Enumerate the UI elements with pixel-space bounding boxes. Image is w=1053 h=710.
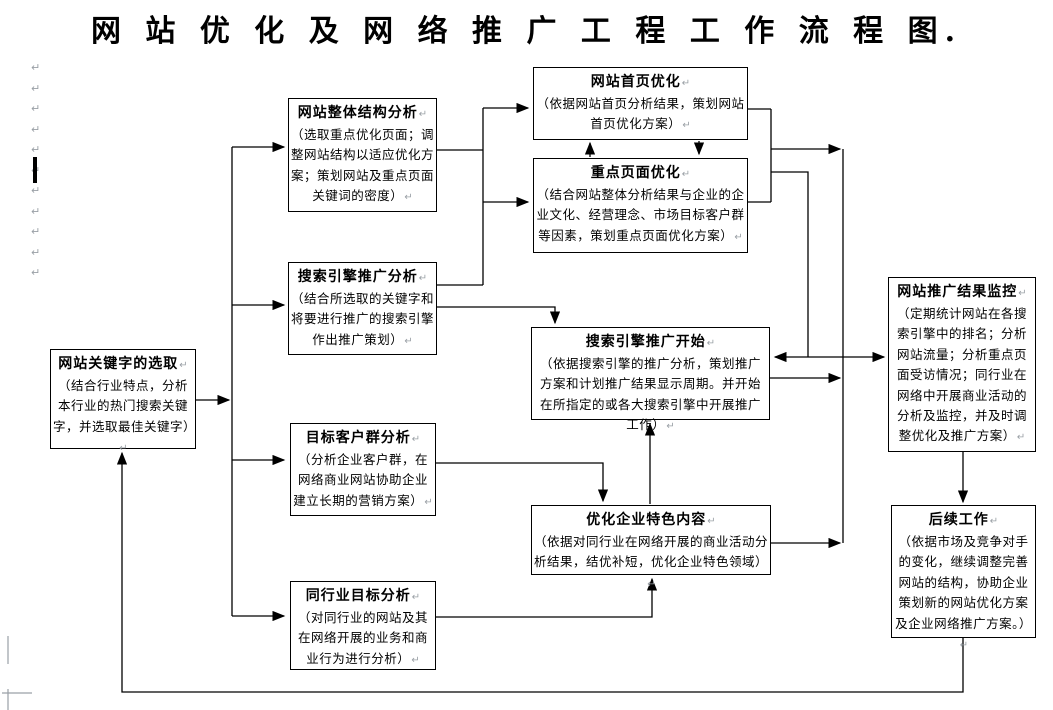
box-key-pages-optimization: 重点页面优化↵ （结合网站整体分析结果与企业的企业文化、经营理念、市场目标客户群… xyxy=(533,158,748,253)
paragraph-mark: ↵ xyxy=(31,184,41,197)
box-search-engine-promo-analysis: 搜索引擎推广分析↵ （结合所选取的关键字和将要进行推广的搜索引擎作出推广策划）↵ xyxy=(288,262,437,355)
paragraph-mark: ↵ xyxy=(682,120,691,132)
box-body: （结合行业特点，分析本行业的热门搜索关键字，并选取最佳关键字） xyxy=(53,378,197,434)
box-body: （依据市场及竞争对手的变化，继续调整完善网站的结构，协助企业策划新的网站优化方案… xyxy=(895,534,1032,631)
box-overall-structure-analysis: 网站整体结构分析↵ （选取重点优化页面；调整网站结构以适应优化方案；策划网站及重… xyxy=(288,98,437,212)
paragraph-mark: ↵ xyxy=(411,434,421,445)
paragraph-mark: ↵ xyxy=(706,338,716,349)
paragraph-mark: ↵ xyxy=(404,192,413,204)
box-body: （依据对同行业在网络开展的商业活动分析结果，结优补短，优化企业特色领域） xyxy=(534,534,769,570)
box-feature-content-optimization: 优化企业特色内容↵ （依据对同行业在网络开展的商业活动分析结果，结优补短，优化企… xyxy=(531,505,771,590)
page-title: 网 站 优 化 及 网 络 推 广 工 程 工 作 流 程 图. xyxy=(90,14,963,49)
box-body: （对同行业的网站及其在网络开展的业务和商业行为进行分析） xyxy=(297,610,428,666)
box-follow-up-work: 后续工作↵ （依据市场及竞争对手的变化，继续调整完善网站的结构，协助企业策划新的… xyxy=(891,505,1036,651)
text-cursor-mark xyxy=(33,157,37,183)
box-title: 优化企业特色内容 xyxy=(586,512,707,528)
box-body: （选取重点优化页面；调整网站结构以适应优化方案；策划网站及重点页面关键词的密度） xyxy=(291,127,435,204)
paragraph-mark: ↵ xyxy=(31,122,41,136)
paragraph-mark: ↵ xyxy=(647,578,656,590)
box-title: 网站关键字的选取 xyxy=(58,356,179,372)
paragraph-mark: ↵ xyxy=(119,443,128,455)
paragraph-mark: ↵ xyxy=(411,592,421,603)
box-title: 网站推广结果监控 xyxy=(897,284,1018,300)
paragraph-mark: ↵ xyxy=(418,109,428,120)
box-title: 重点页面优化 xyxy=(590,165,681,181)
paragraph-mark: ↵ xyxy=(681,169,691,180)
box-target-customer-analysis: 目标客户群分析↵ （分析企业客户群，在网络商业网站协助企业建立长期的营销方案）↵ xyxy=(290,423,436,516)
paragraph-mark: ↵ xyxy=(31,61,41,74)
paragraph-mark: ↵ xyxy=(411,654,420,666)
paragraph-mark: ↵ xyxy=(31,81,41,95)
box-keyword-selection: 网站关键字的选取↵ （结合行业特点，分析本行业的热门搜索关键字，并选取最佳关键字… xyxy=(50,349,197,454)
box-search-engine-promo-start: 搜索引擎推广开始↵ （依据搜索引擎的推广分析，策划推广方案和计划推广结果显示周期… xyxy=(531,327,770,432)
box-industry-target-analysis: 同行业目标分析↵ （对同行业的网站及其在网络开展的业务和商业行为进行分析）↵ xyxy=(290,581,436,670)
box-title: 搜索引擎推广开始 xyxy=(585,334,706,350)
box-body: （依据搜索引擎的推广分析，策划推广方案和计划推广结果显示周期。并开始在所指定的或… xyxy=(539,356,761,433)
paragraph-mark: ↵ xyxy=(1018,288,1027,299)
paragraph-mark: ↵ xyxy=(959,639,969,651)
paragraph-mark: ↵ xyxy=(31,225,41,238)
box-title: 网站整体结构分析 xyxy=(297,105,418,121)
paragraph-mark: ↵ xyxy=(989,516,999,527)
paragraph-mark: ↵ xyxy=(681,78,691,89)
paragraph-mark: ↵ xyxy=(404,335,413,347)
paragraph-mark: ↵ xyxy=(424,496,433,508)
paragraph-mark: ↵ xyxy=(734,231,743,243)
box-body: （结合网站整体分析结果与企业的企业文化、经营理念、市场目标客户群等因素，策划重点… xyxy=(536,187,745,243)
paragraph-mark: ↵ xyxy=(31,143,41,156)
paragraph-mark: ↵ xyxy=(31,102,41,115)
paragraph-mark: ↵ xyxy=(31,266,41,279)
paragraph-mark: ↵ xyxy=(179,360,188,371)
box-title: 后续工作 xyxy=(928,512,989,528)
paragraph-mark: ↵ xyxy=(707,516,716,527)
box-title: 搜索引擎推广分析 xyxy=(297,269,418,285)
box-homepage-optimization: 网站首页优化↵ （依据网站首页分析结果，策划网站首页优化方案）↵ xyxy=(533,67,748,140)
box-body: （结合所选取的关键字和将要进行推广的搜索引擎作出推广策划） xyxy=(291,291,435,347)
paragraph-mark: ↵ xyxy=(31,204,41,218)
box-title: 网站首页优化 xyxy=(590,74,681,90)
box-body: （定期统计网站在各搜索引擎中的排名；分析网站流量；分析重点页面受访情况；同行业在… xyxy=(896,306,1027,444)
box-body: （依据网站首页分析结果，策划网站首页优化方案） xyxy=(536,96,745,132)
paragraph-mark: ↵ xyxy=(666,421,675,433)
box-body: （分析企业客户群，在网络商业网站协助企业建立长期的营销方案） xyxy=(293,452,428,508)
paragraph-mark: ↵ xyxy=(1016,432,1026,444)
box-title: 目标客户群分析 xyxy=(305,430,411,446)
paragraph-mark: ↵ xyxy=(418,273,428,284)
box-title: 同行业目标分析 xyxy=(305,588,411,604)
paragraph-mark: ↵ xyxy=(31,245,41,259)
page-margin-marks xyxy=(2,636,32,710)
box-promo-result-monitoring: 网站推广结果监控↵ （定期统计网站在各搜索引擎中的排名；分析网站流量；分析重点页… xyxy=(888,277,1036,452)
